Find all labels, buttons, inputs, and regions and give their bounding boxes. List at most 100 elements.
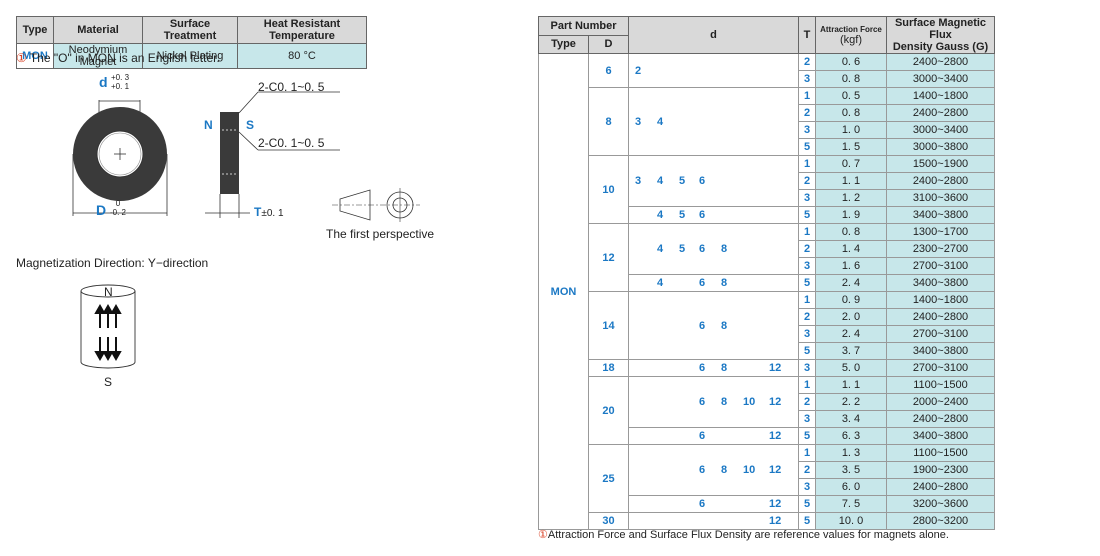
d-value: 5 (679, 175, 686, 187)
D-cell: 18 (588, 359, 629, 377)
flux-density-cell: 2800~3200 (886, 512, 995, 530)
T-cell: 1 (798, 376, 816, 394)
D-tol-top: 0 (115, 199, 121, 208)
header-flux-label2: Density Gauss (G) (892, 41, 989, 53)
d-value: 4 (657, 243, 664, 255)
attraction-force-cell: 1. 6 (815, 257, 887, 275)
D-label: D (96, 202, 107, 218)
D-tolerance: 0 -0. 2 (110, 199, 126, 217)
perspective-label: The first perspective (326, 227, 435, 241)
flux-density-cell: 2700~3100 (886, 257, 995, 275)
T-cell: 5 (798, 138, 816, 156)
flux-density-cell: 3200~3600 (886, 495, 995, 513)
T-cell: 3 (798, 257, 816, 275)
T-cell: 2 (798, 461, 816, 479)
attraction-force-cell: 0. 8 (815, 70, 887, 88)
d-value: 6 (699, 209, 706, 221)
d-value: 12 (769, 362, 782, 374)
flux-density-cell: 1400~1800 (886, 291, 995, 309)
attraction-force-cell: 1. 1 (815, 376, 887, 394)
spec-header-type: Type (16, 16, 54, 44)
chamfer-bottom: 2-C0. 1~0. 5 (258, 136, 325, 150)
d-value: 12 (769, 396, 782, 408)
d-tol-top: +0. 3 (111, 73, 130, 82)
T-cell: 2 (798, 172, 816, 190)
d-tolerance: +0. 3 +0. 1 (111, 73, 129, 91)
D-cell: 12 (588, 223, 629, 292)
T-cell: 3 (798, 478, 816, 496)
d-value: 8 (721, 464, 728, 476)
d-value: 12 (769, 464, 782, 476)
D-cell: 14 (588, 291, 629, 360)
d-value: 8 (721, 277, 728, 289)
d-value: 4 (657, 277, 664, 289)
header-d: d (628, 16, 799, 54)
T-cell: 5 (798, 427, 816, 445)
T-cell: 1 (798, 444, 816, 462)
flux-density-cell: 3400~3800 (886, 427, 995, 445)
attraction-force-cell: 1. 9 (815, 206, 887, 224)
attraction-force-cell: 7. 5 (815, 495, 887, 513)
d-value: 6 (699, 243, 706, 255)
attraction-force-cell: 1. 3 (815, 444, 887, 462)
spec-type: MON (16, 43, 54, 69)
header-af-label: Attraction Force (820, 25, 882, 34)
d-value: 10 (743, 396, 756, 408)
flux-density-cell: 1100~1500 (886, 444, 995, 462)
d-cell: 12 (628, 512, 799, 530)
arrow-up-icon (94, 303, 122, 328)
header-part-number: Part Number (538, 16, 629, 36)
T-dimension: T±0. 1 (254, 205, 284, 219)
d-value: 12 (769, 430, 782, 442)
D-tol-bot: -0. 2 (110, 208, 127, 217)
d-value: 3 (635, 175, 642, 187)
attraction-force-cell: 1. 4 (815, 240, 887, 258)
T-cell: 5 (798, 274, 816, 292)
T-cell: 1 (798, 87, 816, 105)
spec-header-surface: Surface Treatment (142, 16, 238, 44)
flux-density-cell: 1500~1900 (886, 155, 995, 173)
attraction-force-cell: 10. 0 (815, 512, 887, 530)
T-cell: 5 (798, 495, 816, 513)
flux-density-cell: 2400~2800 (886, 53, 995, 71)
flux-density-cell: 3400~3800 (886, 206, 995, 224)
spec-material: Neodymium Magnet (53, 43, 143, 69)
spec-header-heat: Heat Resistant Temperature (237, 16, 367, 44)
d-value: 6 (699, 396, 706, 408)
D-cell: 30 (588, 512, 629, 530)
header-attraction-force: Attraction Force (kgf) (815, 16, 887, 54)
T-cell: 3 (798, 189, 816, 207)
flux-density-cell: 2700~3100 (886, 359, 995, 377)
T-cell: 3 (798, 70, 816, 88)
magnet-N: N (104, 285, 113, 299)
d-value: 6 (699, 277, 706, 289)
d-value: 12 (769, 515, 782, 527)
T-cell: 1 (798, 155, 816, 173)
magnet-cylinder (80, 284, 136, 369)
d-value: 10 (743, 464, 756, 476)
type-cell: MON (538, 53, 589, 530)
flux-density-cell: 2700~3100 (886, 325, 995, 343)
perspective-cone-icon (339, 189, 371, 221)
flux-density-cell: 2400~2800 (886, 410, 995, 428)
T-cell: 1 (798, 291, 816, 309)
d-value: 6 (699, 362, 706, 374)
d-value: 3 (635, 115, 642, 128)
attraction-force-cell: 0. 5 (815, 87, 887, 105)
attraction-force-cell: 0. 8 (815, 104, 887, 122)
header-flux: Surface Magnetic Flux Density Gauss (G) (886, 16, 995, 54)
d-label: d (99, 74, 108, 90)
